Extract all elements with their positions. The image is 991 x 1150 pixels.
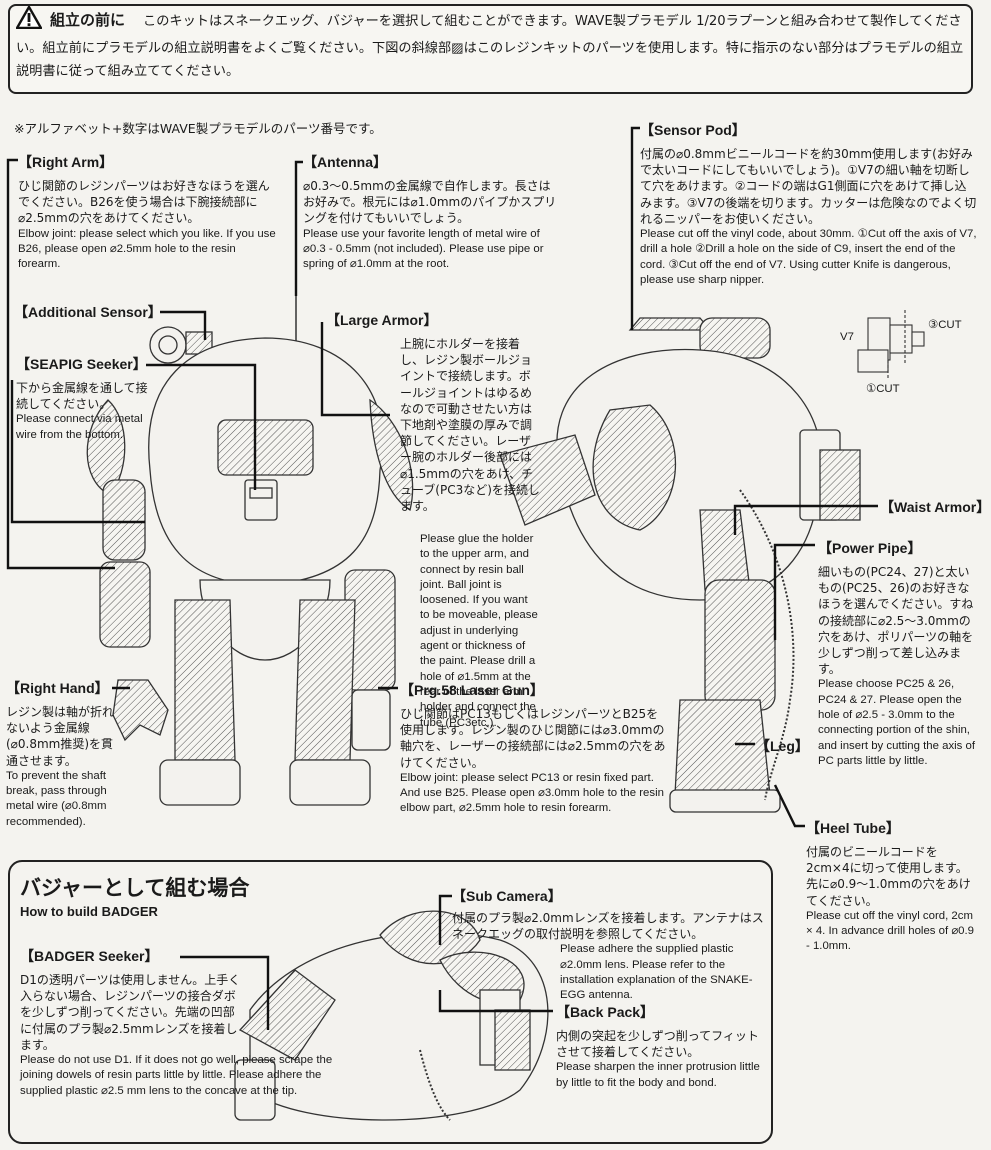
badger-subtitle: How to build BADGER (20, 904, 158, 919)
warning-icon (15, 5, 43, 37)
sensor-pod-en: Please cut off the vinyl code, about 30m… (640, 228, 977, 286)
seapig-seeker-en: Please connect via metal wire from the b… (16, 413, 143, 441)
large-armor-en-block: Please glue the holder to the upper arm,… (420, 532, 538, 731)
notice-box (8, 4, 973, 94)
badger-seeker-callout: 【BADGER Seeker】 D1の透明パーツは使用しません。上手く入らない場… (20, 946, 332, 1099)
leader-right-arm (6, 158, 115, 570)
leader-sub-camera (438, 894, 452, 945)
badger-seeker-jp: D1の透明パーツは使用しません。上手く入らない場合、レジンパーツの接合ダボを少し… (20, 973, 241, 1052)
leg-heading: 【Leg】 (756, 738, 809, 754)
back-pack-en: Please sharpen the inner protrusion litt… (556, 1061, 760, 1089)
right-arm-heading: 【Right Arm】 (18, 154, 114, 170)
leader-antenna (294, 160, 303, 296)
seapig-seeker-callout: 【SEAPIG Seeker】 下から金属線を通して接続してください。 Plea… (16, 354, 148, 443)
side-view-robot (499, 317, 861, 813)
antenna-heading: 【Antenna】 (303, 154, 387, 170)
badger-seeker-en: Please do not use D1. If it does not go … (20, 1054, 333, 1097)
heel-tube-jp: 付属のビニールコードを2cm×4に切って使用します。先に⌀0.9～1.0mmの穴… (806, 845, 971, 908)
leader-additional-sensor (160, 310, 207, 340)
sensor-pod-jp: 付属の⌀0.8mmビニールコードを約30mm使用します(お好みで太いコードにして… (640, 147, 977, 226)
power-pipe-callout: 【Power Pipe】 細いもの(PC24、27)と太いもの(PC25、26)… (818, 538, 980, 769)
large-armor-jp: 上腕にホルダーを接着し、レジン製ボールジョイントで接続します。ボールジョイントは… (400, 337, 540, 514)
right-hand-en: To prevent the shaft break, pass through… (6, 769, 107, 828)
large-armor-text: 上腕にホルダーを接着し、レジン製ボールジョイントで接続します。ボールジョイントは… (400, 336, 542, 514)
seapig-seeker-heading: 【SEAPIG Seeker】 (16, 356, 147, 372)
laser-gun-heading: 【Prg.58 Laser Gun】 (400, 682, 544, 698)
additional-sensor-heading: 【Additional Sensor】 (14, 304, 162, 320)
sensor-pod-callout: 【Sensor Pod】 付属の⌀0.8mmビニールコードを約30mm使用します… (640, 120, 978, 288)
antenna-callout: 【Antenna】 ⌀0.3～0.5mmの金属線で自作します。長さはお好みで。根… (303, 152, 561, 273)
leader-back-pack (438, 990, 553, 1013)
notice-body: このキットはスネークエッグ、バジャーを選択して組むことができます。WAVE製プラ… (16, 14, 964, 79)
badger-section-box (8, 860, 773, 1144)
back-pack-heading: 【Back Pack】 (556, 1004, 655, 1020)
notice-title: 組立の前に (50, 11, 126, 29)
leader-seapig (146, 363, 257, 490)
sub-camera-heading: 【Sub Camera】 (452, 888, 562, 904)
large-armor-heading: 【Large Armor】 (326, 312, 438, 328)
seapig-seeker-jp: 下から金属線を通して接続してください。 (16, 381, 148, 412)
sub-camera-jp: 付属のプラ製⌀2.0mmレンズを接着します。アンテナはスネークエッグの取付説明を… (452, 911, 764, 942)
power-pipe-heading: 【Power Pipe】 (818, 540, 922, 556)
sub-camera-en: Please adhere the supplied plastic ⌀2.0m… (560, 943, 753, 1002)
right-arm-callout: 【Right Arm】 ひじ関節のレジンパーツはお好きなほうを選んでください。B… (18, 152, 276, 273)
badger-seeker-heading: 【BADGER Seeker】 (20, 948, 159, 964)
badger-robot (234, 910, 549, 1121)
laser-gun-en: Elbow joint: please select PC13 or resin… (400, 771, 664, 815)
front-view-robot (86, 290, 414, 806)
leader-sensor-pod (630, 126, 640, 330)
leader-large-armor (320, 322, 390, 417)
v7-label: V7 (840, 331, 854, 343)
right-hand-jp: レジン製は軸が折れないよう金属線(⌀0.8mm推奨)を貫通させます。 (6, 705, 115, 768)
heel-tube-heading: 【Heel Tube】 (806, 820, 900, 836)
v7-detail (857, 310, 925, 380)
sensor-pod-heading: 【Sensor Pod】 (640, 122, 746, 138)
leader-power-pipe (773, 543, 815, 640)
sub-camera-callout: 【Sub Camera】 付属のプラ製⌀2.0mmレンズを接着します。アンテナは… (452, 886, 772, 1004)
leader-seapig-armor (10, 380, 145, 524)
leader-waist-armor (733, 504, 878, 535)
antenna-jp: ⌀0.3～0.5mmの金属線で自作します。長さはお好みで。根元には⌀1.0mmの… (303, 179, 557, 226)
waist-armor-heading: 【Waist Armor】 (880, 499, 991, 515)
parts-number-note: ※アルファベット+数字はWAVE製プラモデルのパーツ番号です。 (14, 121, 382, 136)
back-pack-callout: 【Back Pack】 内側の突起を少しずつ削ってフィットさせて接着してください… (556, 1002, 768, 1091)
right-arm-en: Elbow joint: please select which you lik… (18, 227, 276, 271)
power-pipe-en: Please choose PC25 & 26, PC24 & 27. Plea… (818, 678, 976, 767)
right-hand-callout: 【Right Hand】 レジン製は軸が折れないよう金属線(⌀0.8mm推奨)を… (6, 678, 124, 830)
laser-gun-callout: 【Prg.58 Laser Gun】 ひじ関節はPC13もしくはレジンパーツとB… (400, 680, 670, 817)
v7-cut3-label: ③CUT (928, 319, 962, 331)
v7-cut1-label: ①CUT (866, 383, 900, 395)
heel-tube-callout: 【Heel Tube】 付属のビニールコードを2cm×4に切って使用します。先に… (806, 818, 978, 955)
heel-tube-en: Please cut off the vinyl cord, 2cm × 4. … (806, 909, 975, 953)
badger-title: バジャーとして組む場合 (20, 876, 250, 900)
leader-badger-seeker (180, 955, 270, 1030)
right-arm-jp: ひじ関節のレジンパーツはお好きなほうを選んでください。B26を使う場合は下腕接続… (18, 179, 270, 226)
large-armor-en: Please glue the holder to the upper arm,… (420, 533, 538, 729)
laser-gun-jp: ひじ関節はPC13もしくはレジンパーツとB25を使用します。レジン製のひじ関節に… (400, 707, 666, 770)
large-armor-callout: 【Large Armor】 (326, 310, 540, 330)
power-pipe-jp: 細いもの(PC24、27)と太いもの(PC25、26)のお好きなほうを選んでくだ… (818, 565, 974, 677)
right-hand-heading: 【Right Hand】 (6, 680, 109, 696)
back-pack-jp: 内側の突起を少しずつ削ってフィットさせて接着してください。 (556, 1029, 759, 1060)
antenna-en: Please use your favorite length of metal… (303, 227, 544, 271)
leader-heel-tube (773, 784, 805, 828)
notice-text-block: 組立の前にこのキットはスネークエッグ、バジャーを選択して組むことができます。WA… (15, 5, 966, 83)
